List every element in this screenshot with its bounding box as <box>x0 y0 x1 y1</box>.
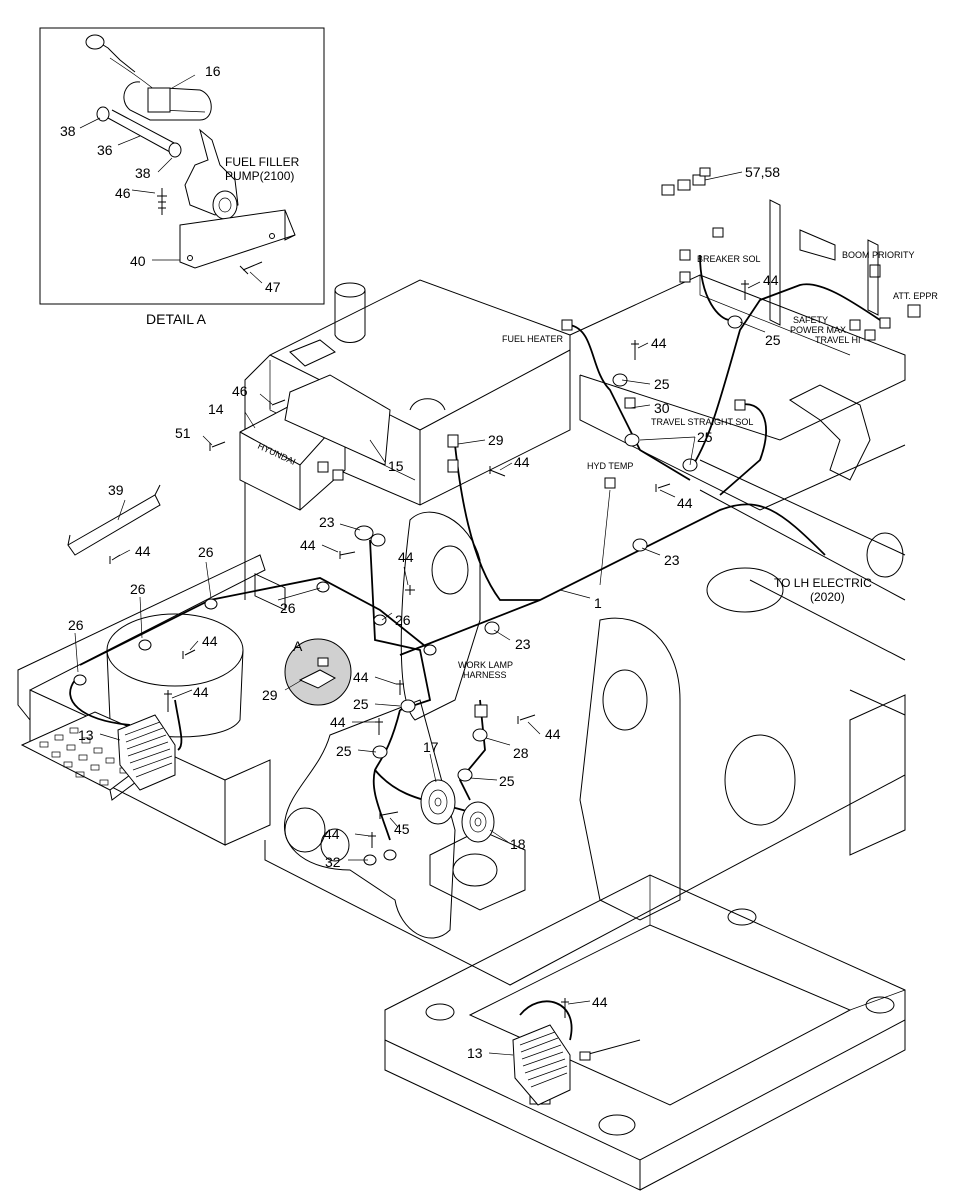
breaker-sol-label: BREAKER SOL <box>697 254 761 264</box>
callout-44: 44 <box>514 454 530 470</box>
wiring-harnesses <box>69 254 881 1056</box>
clamps <box>73 315 743 866</box>
callout-26: 26 <box>198 544 214 560</box>
fuel-filler-label: FUEL FILLER <box>225 155 300 169</box>
callout-44: 44 <box>353 669 369 685</box>
callout-25: 25 <box>765 332 781 348</box>
callout-13: 13 <box>467 1045 483 1061</box>
callout-26: 26 <box>280 600 296 616</box>
detail-a-frame <box>39 27 325 305</box>
callout-28: 28 <box>513 745 529 761</box>
callout-13: 13 <box>78 727 94 743</box>
detail-a-panel: 16 38 36 38 46 40 47 FUEL FILLER PUMP(21… <box>39 27 325 305</box>
callout-44: 44 <box>651 335 667 351</box>
leader-lines <box>74 171 766 1056</box>
fuel-filler-pump-label: PUMP(2100) <box>225 169 294 183</box>
callouts: 57,58 44 25 44 25 30 25 44 29 44 46 14 5… <box>68 164 781 1061</box>
component-labels: BREAKER SOL BOOM PRIORITY ATT. EPPR SAFE… <box>458 250 938 680</box>
callout-44: 44 <box>677 495 693 511</box>
callout-57-58: 57,58 <box>745 164 780 180</box>
callout-36: 36 <box>97 142 113 158</box>
callout-44: 44 <box>324 826 340 842</box>
travel-hi-label: TRAVEL HI <box>815 335 861 345</box>
callout-39: 39 <box>108 482 124 498</box>
att-eppr-label: ATT. EPPR <box>893 291 938 301</box>
callout-23: 23 <box>515 636 531 652</box>
callout-26: 26 <box>68 617 84 633</box>
callout-44: 44 <box>300 537 316 553</box>
hyd-temp-label: HYD TEMP <box>587 461 633 471</box>
work-lamp-label: WORK LAMP <box>458 660 513 670</box>
callout-29: 29 <box>262 687 278 703</box>
mounting-plate <box>284 374 391 466</box>
callout-18: 18 <box>510 836 526 852</box>
detail-a-ref: A <box>293 638 303 654</box>
callout-46: 46 <box>232 383 248 399</box>
horn-17 <box>420 779 456 825</box>
callout-45: 45 <box>394 821 410 837</box>
fuel-heater-label: FUEL HEATER <box>502 334 564 344</box>
detail-a-caption: DETAIL A <box>146 311 207 327</box>
bracket-39 <box>67 494 161 556</box>
safety-label: SAFETY <box>793 315 828 325</box>
callout-1: 1 <box>594 595 602 611</box>
to-lh-electric-ref: (2020) <box>810 590 845 604</box>
callout-23: 23 <box>319 514 335 530</box>
power-max-label: POWER MAX <box>790 325 846 335</box>
callout-29: 29 <box>488 432 504 448</box>
callout-25: 25 <box>697 429 713 445</box>
callout-30: 30 <box>654 400 670 416</box>
callout-26: 26 <box>395 612 411 628</box>
callout-51: 51 <box>175 425 191 441</box>
connectors-top <box>317 167 921 1061</box>
callout-26: 26 <box>130 581 146 597</box>
callout-25: 25 <box>336 743 352 759</box>
callout-25: 25 <box>654 376 670 392</box>
callout-46: 46 <box>115 185 131 201</box>
callout-44: 44 <box>592 994 608 1010</box>
work-lamp-harness-label: HARNESS <box>463 670 507 680</box>
callout-44: 44 <box>545 726 561 742</box>
horn-18 <box>461 801 495 843</box>
callout-38: 38 <box>60 123 76 139</box>
callout-38: 38 <box>135 165 151 181</box>
callout-44: 44 <box>193 684 209 700</box>
callout-15: 15 <box>388 458 404 474</box>
callout-16: 16 <box>205 63 221 79</box>
callout-17: 17 <box>423 739 439 755</box>
callout-23: 23 <box>664 552 680 568</box>
boom-priority-label: BOOM PRIORITY <box>842 250 915 260</box>
callout-25: 25 <box>499 773 515 789</box>
callout-25: 25 <box>353 696 369 712</box>
callout-44: 44 <box>763 272 779 288</box>
travel-straight-sol-label: TRAVEL STRAIGHT SOL <box>651 417 753 427</box>
work-lamp-bottom <box>512 1024 571 1106</box>
callout-14: 14 <box>208 401 224 417</box>
callout-40: 40 <box>130 253 146 269</box>
callout-44: 44 <box>202 633 218 649</box>
callout-44: 44 <box>135 543 151 559</box>
work-lamp-left <box>117 714 176 791</box>
to-lh-electric-label: TO LH ELECTRIC <box>774 576 872 590</box>
callout-32: 32 <box>325 854 341 870</box>
callout-47: 47 <box>265 279 281 295</box>
callout-44: 44 <box>330 714 346 730</box>
main-harness <box>399 503 826 656</box>
callout-44: 44 <box>398 549 414 565</box>
